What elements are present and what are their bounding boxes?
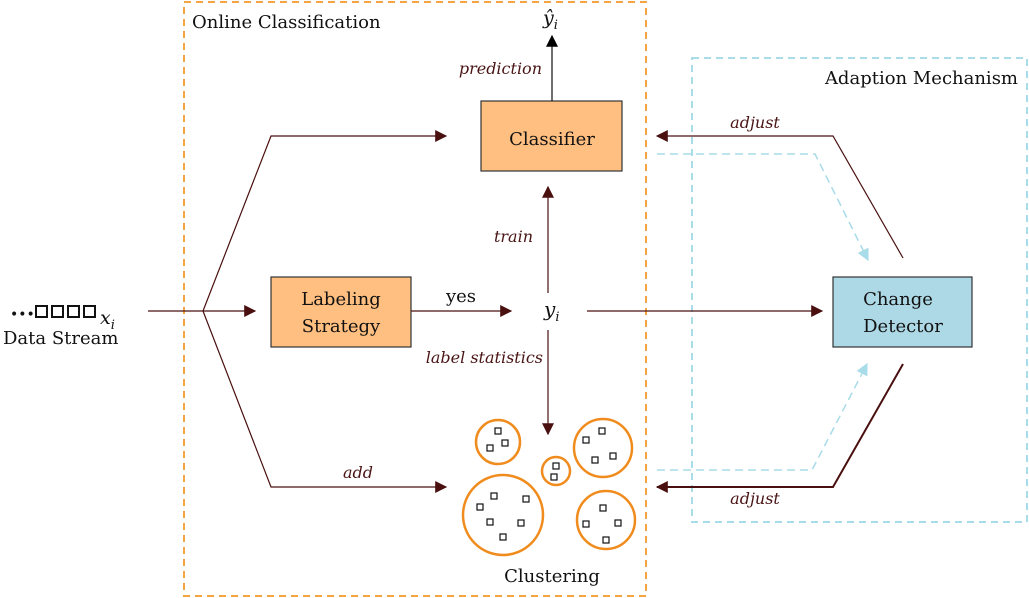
split-to-clustering-arrow	[202, 310, 448, 493]
classifier-box	[480, 100, 623, 172]
stream-square	[67, 305, 80, 318]
stream-x-label: xi	[100, 307, 115, 333]
adjust-classifier-arrow	[655, 130, 904, 259]
change-detector-label-line2: Detector	[863, 316, 943, 337]
cluster-circle	[461, 473, 545, 557]
change-detector-label-line1: Change	[863, 289, 933, 310]
y-node: yi	[543, 297, 559, 325]
cluster-point	[490, 492, 498, 500]
label-statistics-label: label statistics	[426, 348, 543, 367]
yes-label: yes	[445, 286, 476, 307]
adaption-mechanism-region	[691, 57, 1028, 523]
cluster-point	[582, 520, 590, 528]
cluster-circle	[572, 417, 634, 479]
cluster-point	[609, 452, 617, 460]
labeling-strategy-box	[270, 276, 412, 348]
cluster-point	[599, 504, 607, 512]
online-classification-title: Online Classification	[192, 12, 381, 33]
clustering-label: Clustering	[504, 566, 600, 587]
cluster-circle	[540, 455, 572, 487]
stream-square	[51, 305, 64, 318]
cluster-circle	[474, 418, 522, 466]
cluster-point	[582, 436, 590, 444]
cluster-point	[598, 427, 606, 435]
cluster-point	[591, 456, 599, 464]
stream-square	[83, 305, 96, 318]
cluster-point	[552, 462, 560, 470]
stream-square	[35, 305, 48, 318]
add-label: add	[343, 463, 373, 482]
cluster-circle	[575, 489, 637, 551]
train-label: train	[494, 227, 533, 246]
labeling-strategy-label-line2: Strategy	[302, 316, 381, 337]
cluster-point	[522, 495, 530, 503]
adaption-mechanism-title: Adaption Mechanism	[824, 68, 1018, 89]
classifier-feed-dashed-arrow	[657, 153, 869, 262]
cluster-point	[486, 444, 494, 452]
cluster-point	[499, 533, 507, 541]
cluster-point	[602, 536, 610, 544]
clustering-feed-dashed-arrow	[657, 362, 868, 471]
change-detector-box	[832, 276, 973, 348]
cluster-point	[517, 519, 525, 527]
adjust-bottom-label: adjust	[730, 489, 780, 508]
cluster-point	[476, 503, 484, 511]
cluster-point	[486, 518, 494, 526]
cluster-point	[614, 519, 622, 527]
cluster-point	[501, 439, 509, 447]
cluster-point	[550, 473, 558, 481]
cluster-point	[494, 427, 502, 435]
classifier-label: Classifier	[509, 129, 595, 150]
clustering-group	[461, 417, 637, 557]
adjust-clustering-arrow	[655, 363, 904, 493]
adjust-top-label: adjust	[730, 113, 780, 132]
split-to-classifier-arrow	[202, 130, 448, 312]
prediction-label: prediction	[459, 59, 542, 78]
online-classification-region	[183, 1, 647, 597]
y-hat-node: ŷi	[542, 7, 558, 33]
stream-dots: •••	[10, 307, 35, 323]
labeling-strategy-label-line1: Labeling	[301, 289, 381, 310]
data-stream-label: Data Stream	[3, 328, 118, 349]
